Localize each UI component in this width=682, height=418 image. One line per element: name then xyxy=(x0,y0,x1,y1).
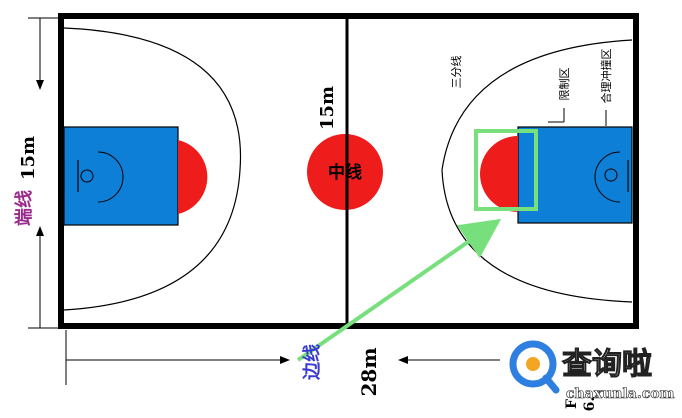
logo-tail-icon xyxy=(542,374,560,394)
logo-dot-icon xyxy=(526,357,540,371)
no-charge-area-label: 合理冲撞区 xyxy=(599,49,613,104)
watermark: 查询啦 chaxunla.com xyxy=(509,340,675,402)
right-three-point-line xyxy=(441,39,633,303)
callouts: 三分线 限制区 合理冲撞区 xyxy=(449,49,613,126)
left-dimension xyxy=(28,17,60,329)
left-rim xyxy=(80,169,94,183)
edge-fragment-2: 6. xyxy=(582,397,598,412)
right-no-charge-arc xyxy=(594,151,621,203)
center-line-label: 中线 xyxy=(328,162,362,183)
left-free-throw-circle xyxy=(178,140,208,214)
bottom-dimension xyxy=(65,330,500,385)
court: 中线 15m xyxy=(58,13,639,329)
highlight-arrow xyxy=(296,218,502,362)
restricted-area-label: 限制区 xyxy=(558,68,571,101)
end-line-label: 端线 xyxy=(13,190,35,226)
width-label: 15m xyxy=(18,136,39,180)
edge-fragment-1: F xyxy=(564,399,580,409)
center-circle xyxy=(307,134,383,210)
length-label: 15m xyxy=(317,86,338,130)
court-length-label: 28m xyxy=(357,348,381,397)
left-three-point-line xyxy=(63,27,242,311)
right-free-throw-circle xyxy=(480,136,518,212)
three-point-label: 三分线 xyxy=(449,56,463,89)
left-no-charge-arc xyxy=(97,151,124,203)
logo-url-text: chaxunla.com xyxy=(566,386,675,402)
logo-brand-text: 查询啦 xyxy=(562,347,652,382)
highlight-box xyxy=(474,129,538,211)
right-rim xyxy=(604,168,618,182)
logo-ring-icon xyxy=(509,340,557,388)
sideline-label: 边线 xyxy=(301,344,323,381)
